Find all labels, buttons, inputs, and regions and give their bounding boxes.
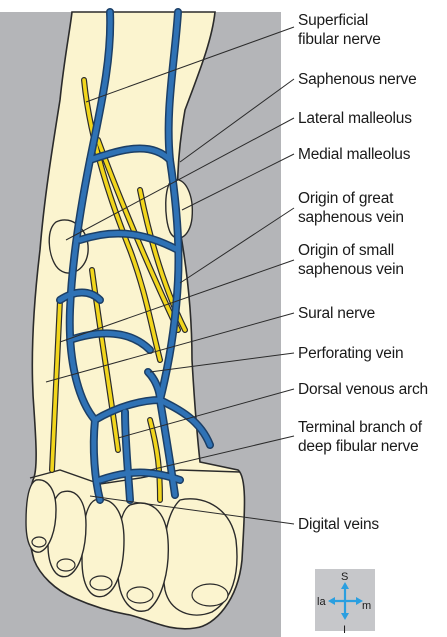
compass-inferior: I	[343, 624, 346, 636]
compass-medial: m	[362, 600, 371, 612]
label-saphenous-nerve: Saphenous nerve	[298, 70, 417, 89]
label-dorsal-venous-arch: Dorsal venous arch	[298, 380, 428, 399]
toenail-3	[90, 576, 112, 590]
compass-superior: S	[341, 571, 348, 583]
toenail-5	[32, 537, 46, 547]
toenail-2	[127, 587, 153, 603]
label-lateral-malleolus: Lateral malleolus	[298, 109, 412, 128]
label-perforating-vein: Perforating vein	[298, 344, 403, 363]
label-digital-veins: Digital veins	[298, 515, 379, 534]
label-origin-great-saphenous-vein: Origin of great saphenous vein	[298, 189, 404, 227]
label-terminal-branch-deep-fibular-nerve: Terminal branch of deep fibular nerve	[298, 418, 422, 456]
compass-lateral: la	[317, 596, 326, 608]
toenail-1	[192, 584, 228, 606]
label-origin-small-saphenous-vein: Origin of small saphenous vein	[298, 241, 404, 279]
label-superficial-fibular-nerve: Superficial fibular nerve	[298, 11, 381, 49]
label-medial-malleolus: Medial malleolus	[298, 145, 410, 164]
orientation-compass: S la m I	[315, 569, 375, 636]
label-sural-nerve: Sural nerve	[298, 304, 375, 323]
toenail-4	[57, 559, 75, 571]
